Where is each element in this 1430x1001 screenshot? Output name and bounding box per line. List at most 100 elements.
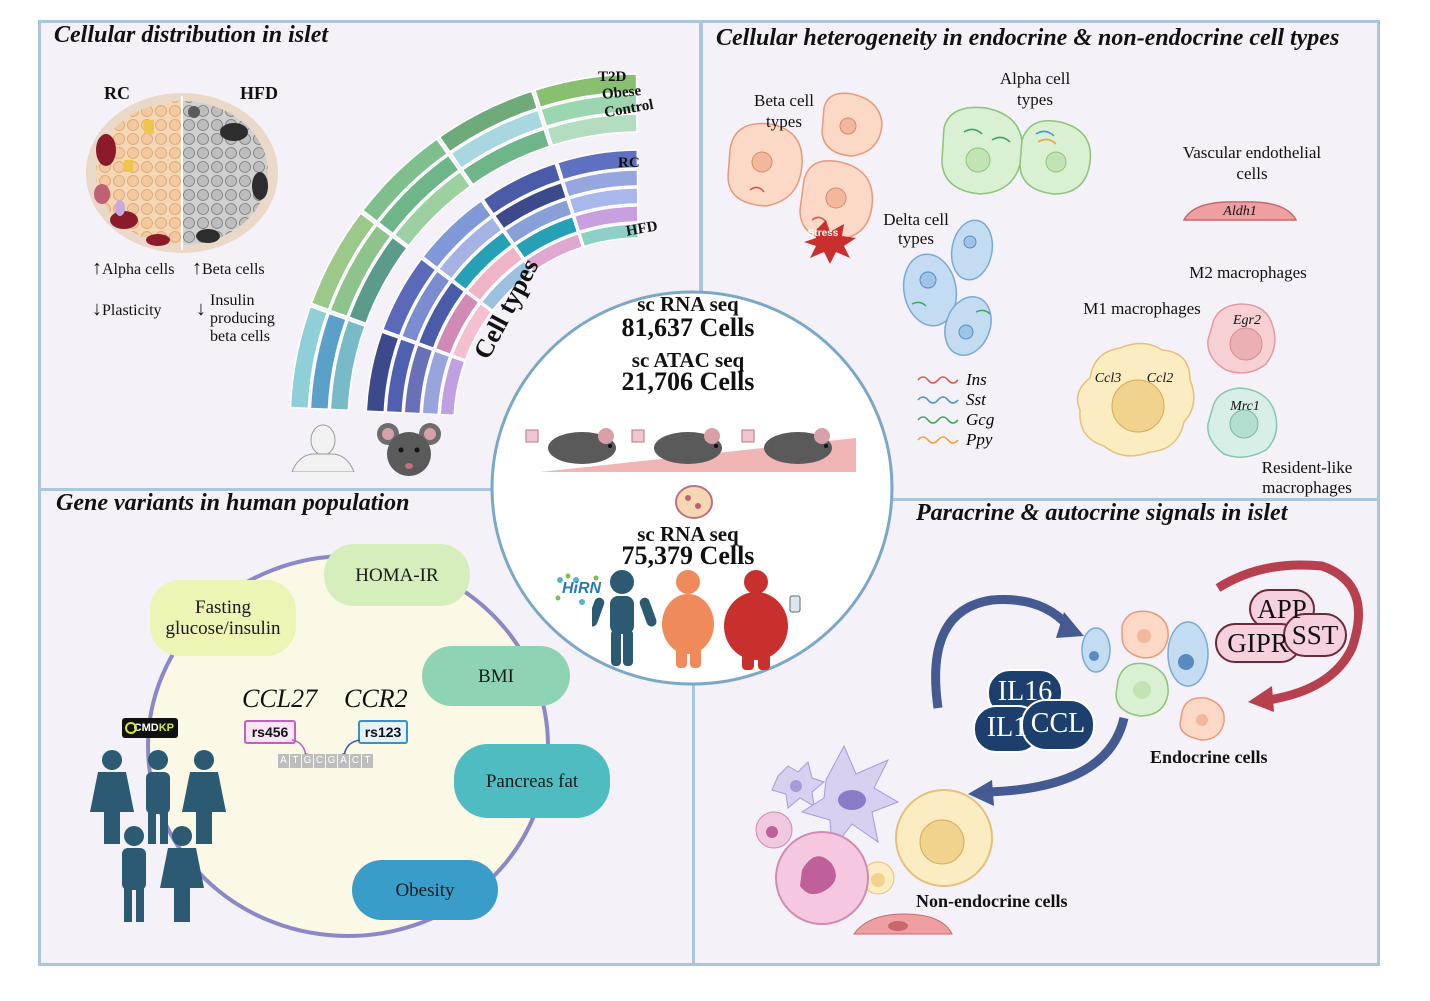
cell-type-rings	[289, 73, 639, 417]
ring-segment	[493, 181, 568, 230]
gene-ccr2: CCR2	[344, 684, 408, 713]
center-rna1-label: sc RNA seq	[637, 292, 739, 316]
hirn-logo	[555, 573, 599, 605]
gene-wave-icon	[917, 436, 959, 444]
ring-label-t2d: T2D	[598, 69, 627, 85]
ring-segment	[524, 232, 584, 273]
islet-cross-section	[86, 93, 278, 253]
center-rna2-count: 75,379 Cells	[621, 541, 755, 570]
panel-title-islet: Cellular distribution in islet	[54, 22, 329, 48]
dna-base: C	[350, 754, 361, 768]
gene-legend-item: Ins	[916, 370, 994, 390]
label-alpha-cell-types: Alpha cell types	[999, 69, 1071, 109]
ring-segment	[365, 331, 400, 413]
ring-segment	[461, 128, 551, 186]
trait-homa-ir: HOMA-IR	[324, 544, 470, 606]
human-figures-bmi	[592, 570, 801, 670]
gene-legend-item: Ppy	[916, 430, 994, 450]
ring-segment	[451, 302, 493, 361]
ring-segment	[393, 170, 472, 247]
vascular-cell-shape	[1182, 201, 1298, 221]
trait-bmi: BMI	[422, 646, 570, 706]
ring-segment	[437, 216, 503, 280]
gene-name: Ins	[966, 370, 987, 389]
trait-pancreas-fat: Pancreas fat	[454, 744, 610, 818]
ring-segment	[309, 312, 348, 411]
ring-segment	[452, 230, 514, 291]
ring-segment	[579, 223, 639, 248]
ring-segment	[310, 212, 377, 311]
ring-segment	[482, 162, 562, 216]
resident-macrophage-shape	[1207, 387, 1278, 458]
panel-title-variants: Gene variants in human population	[56, 490, 410, 516]
ring-segment	[381, 257, 437, 337]
dna-base: A	[338, 754, 349, 768]
dna-base: G	[302, 754, 313, 768]
cmdkp-logo: CMDKP	[122, 718, 178, 738]
label-rc-islet: RC	[104, 83, 130, 103]
center-rna2-label: sc RNA seq	[637, 522, 739, 546]
ring-segment	[348, 236, 408, 325]
ring-segment	[466, 245, 524, 302]
signal-sst: SST	[1291, 620, 1339, 650]
nonendocrine-cluster	[755, 744, 993, 935]
panel-title-signals: Paracrine & autocrine signals in islet	[916, 500, 1288, 526]
arrow-up-icon: ↑	[192, 257, 202, 279]
ring-segment	[421, 349, 451, 416]
ring-segment	[289, 305, 329, 410]
ring-segment	[562, 169, 639, 198]
ring-segment	[329, 224, 393, 318]
gene-legend-item: Gcg	[916, 410, 994, 430]
label-aldh1: Aldh1	[1223, 204, 1257, 219]
center-atac-count: 21,706 Cells	[621, 367, 755, 396]
autocrine-cluster	[1215, 589, 1347, 663]
endocrine-cluster	[1081, 610, 1225, 741]
gene-wave-icon	[917, 376, 959, 384]
ring-segment	[434, 291, 480, 356]
alpha-cells-up: ↑Alpha cells	[92, 257, 175, 279]
label-resident: Resident-like macrophages	[1261, 458, 1353, 497]
islet-small-icon	[675, 485, 713, 519]
center-atac-label: sc ATAC seq	[631, 348, 745, 372]
population-figures	[90, 750, 226, 922]
ring-label-rc: RC	[618, 155, 640, 171]
arrow-up-icon: ↑	[92, 257, 102, 279]
dna-base: C	[314, 754, 325, 768]
signal-il1: IL1	[986, 712, 1028, 743]
panel-title-heterogeneity: Cellular heterogeneity in endocrine & no…	[716, 25, 1340, 51]
beta-cells-up: ↑Beta cells	[192, 257, 265, 279]
label-mrc1: Mrc1	[1230, 399, 1260, 414]
mouse-face-icon	[377, 423, 441, 476]
insulin-beta-down: ↓ Insulin producing beta cells	[196, 292, 275, 345]
ring-segment	[546, 113, 638, 147]
gene-name: Gcg	[966, 410, 995, 429]
trait-obesity: Obesity	[352, 860, 498, 920]
dna-base: T	[362, 754, 373, 768]
gene-name: Ppy	[966, 430, 993, 449]
cmdkp-icon	[125, 722, 137, 734]
ring-segment	[403, 343, 434, 415]
m1-macrophage-shape	[1076, 342, 1195, 457]
label-delta-cell-types: Delta cell types	[883, 210, 949, 248]
signal-ccl: CCL	[1030, 708, 1086, 739]
label-m2: M2 macrophages	[1189, 263, 1307, 282]
ring-segment	[361, 137, 449, 223]
ring-segment	[534, 73, 638, 109]
ring-segment	[377, 154, 460, 235]
signal-app: APP	[1257, 594, 1307, 624]
mice-diet-row	[525, 428, 856, 472]
alpha-cell-cluster	[941, 106, 1092, 195]
ring-segment	[450, 109, 545, 170]
human-face-icon	[291, 424, 355, 472]
label-endocrine-cells: Endocrine cells	[1150, 747, 1268, 767]
cytokine-cluster	[973, 669, 1095, 753]
ring-segment	[438, 90, 539, 153]
gene-ccl27: CCL27	[242, 684, 318, 713]
ring-segment	[439, 355, 466, 417]
snp-rs123: rs123	[358, 720, 408, 744]
snp-rs456: rs456	[244, 720, 296, 744]
signal-il16: IL16	[997, 676, 1053, 707]
ring-segment	[480, 260, 534, 312]
